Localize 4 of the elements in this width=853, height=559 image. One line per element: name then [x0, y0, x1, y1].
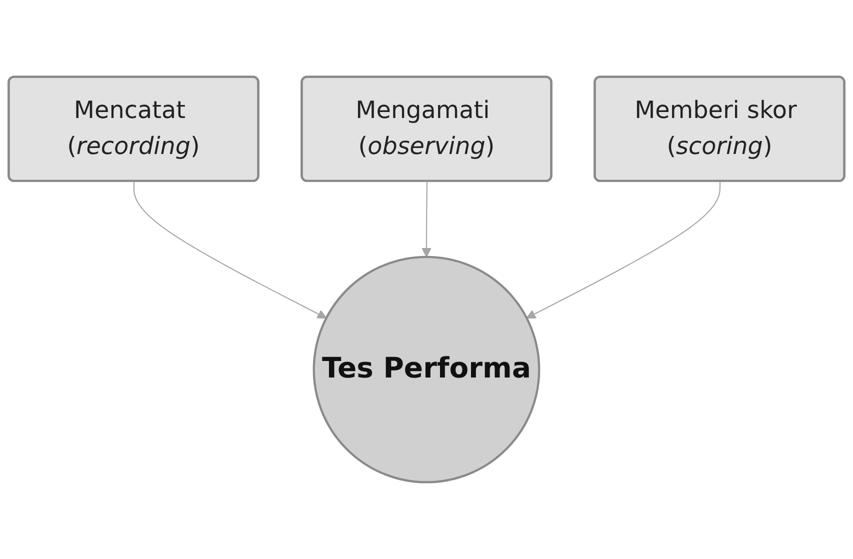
arrow: [526, 182, 721, 318]
arrow: [133, 182, 327, 318]
node-circle: Tes Performa: [312, 256, 540, 484]
arrow: [422, 182, 432, 258]
